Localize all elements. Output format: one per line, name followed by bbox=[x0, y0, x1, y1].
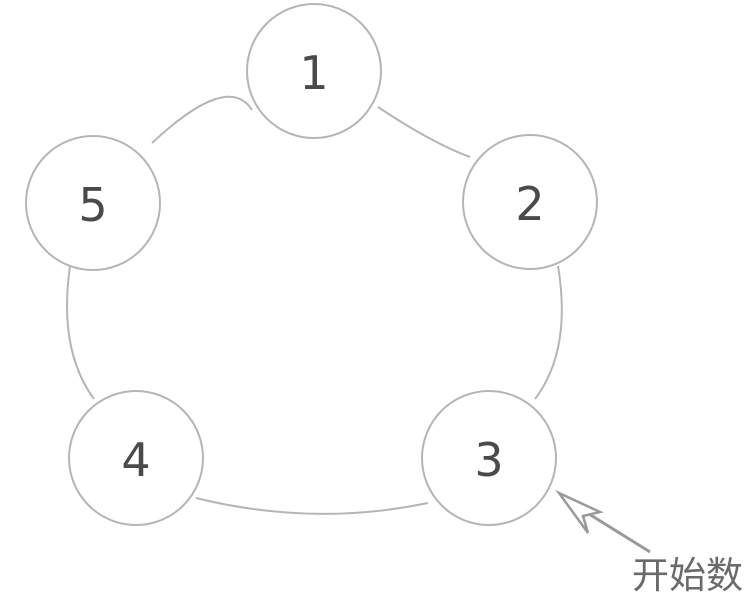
edge-5-to-1 bbox=[151, 95, 253, 144]
edge-2-to-3 bbox=[534, 265, 563, 400]
node-3-circle[interactable] bbox=[421, 390, 557, 526]
node-3[interactable]: 3 bbox=[421, 390, 557, 526]
node-4[interactable]: 4 bbox=[68, 390, 204, 526]
node-5[interactable]: 5 bbox=[25, 135, 161, 271]
edge-1-to-2 bbox=[377, 106, 471, 158]
edge-3-to-4 bbox=[195, 497, 429, 515]
node-4-label: 4 bbox=[121, 433, 150, 487]
start-number-label: 开始数 bbox=[632, 554, 743, 597]
node-2-circle[interactable] bbox=[462, 134, 598, 270]
node-4-circle[interactable] bbox=[68, 390, 204, 526]
edge-group bbox=[66, 95, 563, 515]
node-2-label: 2 bbox=[515, 177, 544, 231]
node-5-circle[interactable] bbox=[25, 135, 161, 271]
node-1-label: 1 bbox=[299, 46, 328, 100]
arrow-shaft-line bbox=[588, 512, 651, 554]
node-5-label: 5 bbox=[78, 178, 107, 232]
node-3-label: 3 bbox=[474, 433, 503, 487]
node-1-circle[interactable] bbox=[246, 3, 382, 139]
node-2[interactable]: 2 bbox=[462, 134, 598, 270]
arrow-head-icon bbox=[555, 489, 604, 534]
node-1[interactable]: 1 bbox=[246, 3, 382, 139]
start-number-arrow bbox=[555, 489, 651, 554]
edge-4-to-5 bbox=[66, 265, 95, 400]
